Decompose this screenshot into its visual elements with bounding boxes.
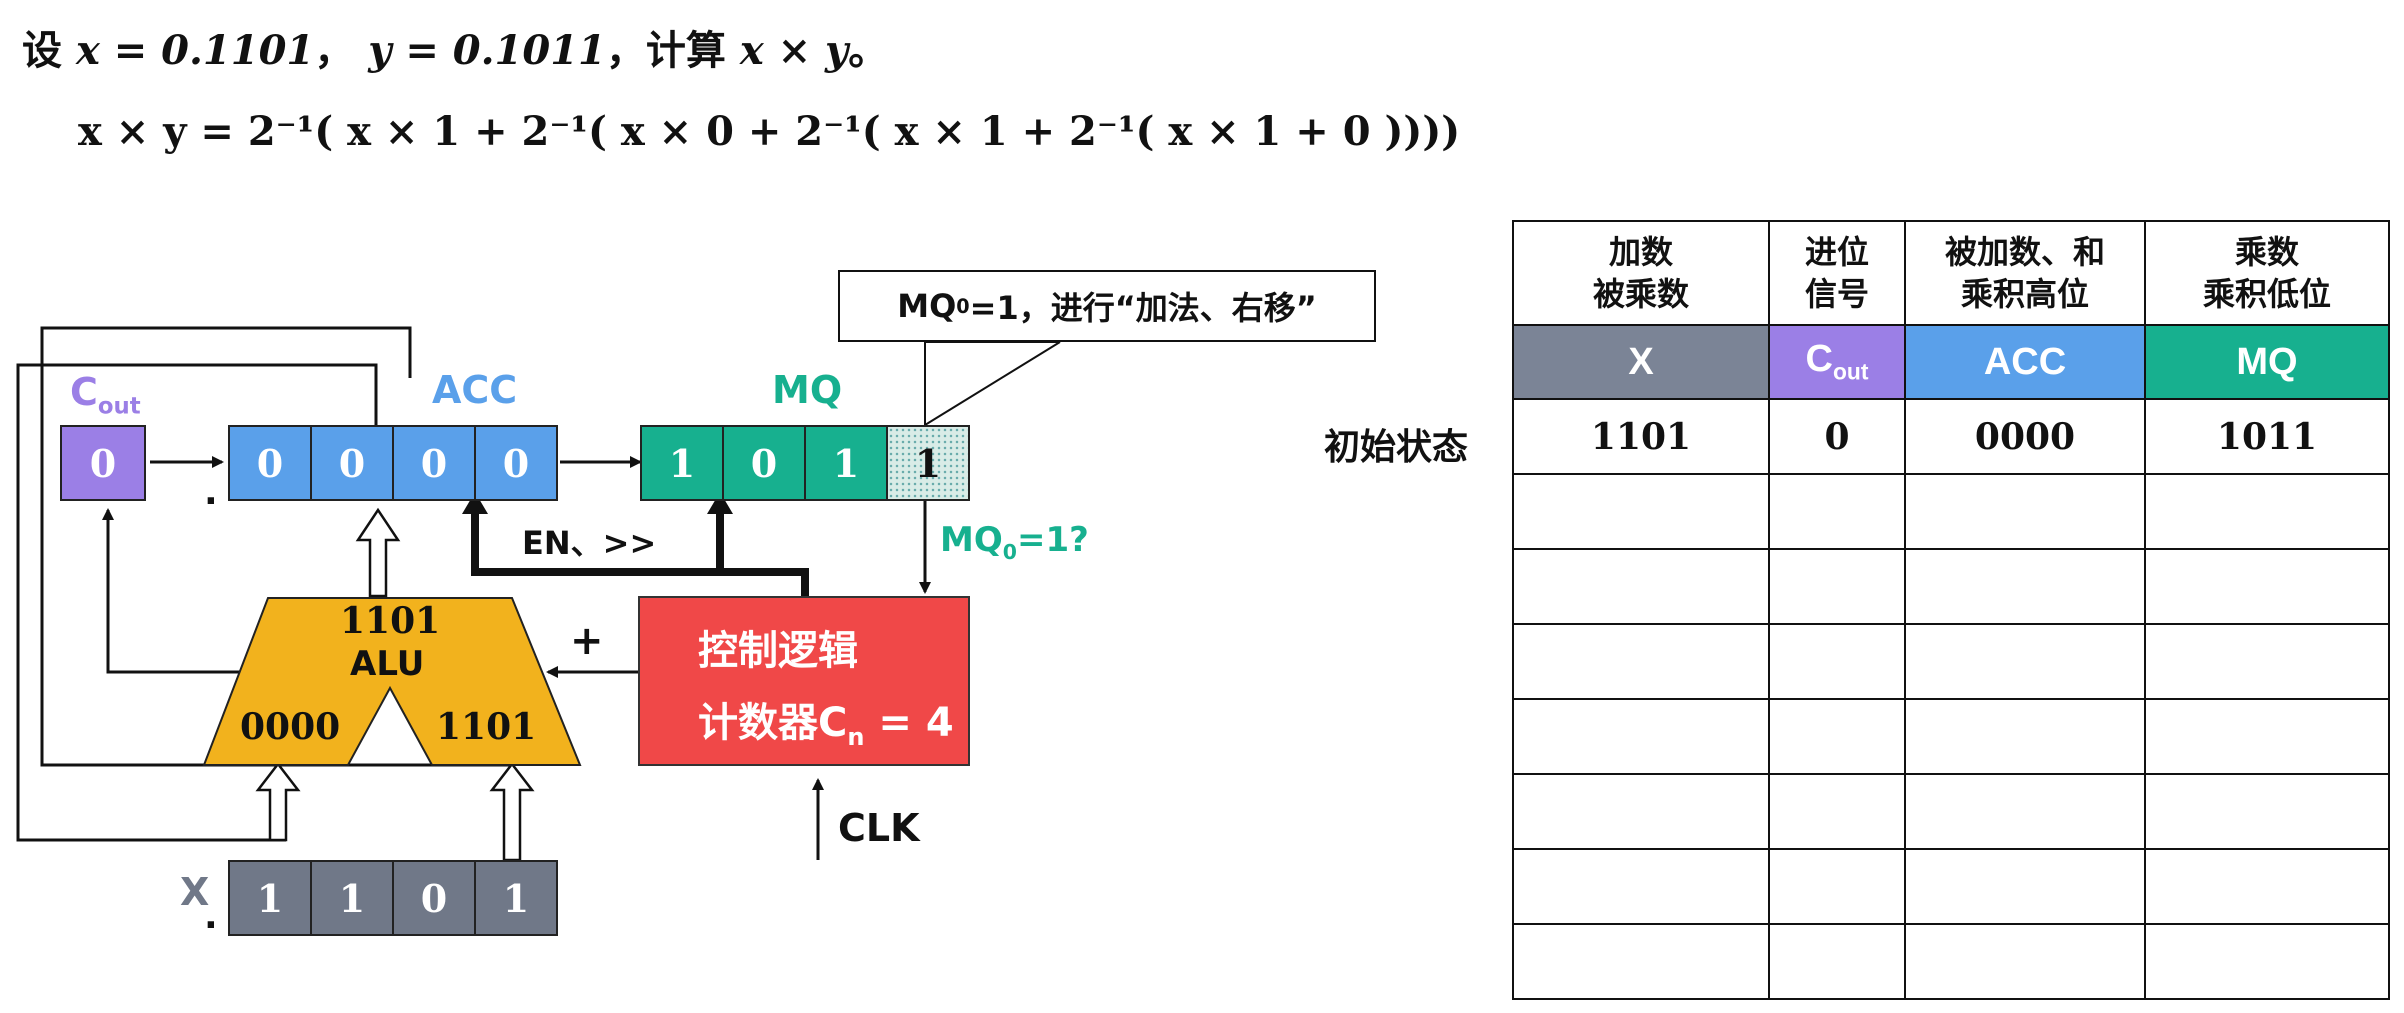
x-bit-cell: 0 [392, 860, 476, 936]
acc-to-alu-hollow-arrow [255, 761, 301, 842]
table-row [1512, 848, 2390, 925]
enable-arrow-acc [462, 492, 488, 514]
header-multiplicand: 加数被乘数 [1512, 220, 1770, 326]
x-to-alu-hollow-arrow [489, 761, 535, 862]
control-logic-title: 控制逻辑 [698, 628, 858, 674]
enable-shift-label: EN、>> [522, 524, 657, 562]
mq0-test-label: MQ0=1? [940, 520, 1089, 564]
mq-bit-cell: 1 [804, 425, 888, 501]
table-cell: 0000 [1904, 398, 2146, 475]
table-cell: 1011 [2144, 398, 2390, 475]
col-label-x: X [1512, 324, 1770, 400]
table-header-row: 加数被乘数 进位信号 被加数、和乘积高位 乘数乘积低位 [1512, 220, 2390, 326]
x-radix-point: . [204, 896, 218, 937]
feedback-wire-outer [40, 326, 512, 767]
separator: ， [314, 28, 355, 74]
table-color-label-row: X Cout ACC MQ [1512, 324, 2390, 400]
period: 。 [848, 28, 889, 74]
mq-bit-cell: 1 [640, 425, 724, 501]
enable-line [471, 510, 809, 596]
x-assignment: x = 0.1101 [75, 27, 315, 74]
acc-bit-cell: 0 [228, 425, 312, 501]
alu-left-input-value: 0000 [240, 706, 341, 748]
add-operation-sign: + [570, 618, 604, 664]
col-label-mq: MQ [2144, 324, 2390, 400]
alu-right-input-value: 1101 [436, 706, 537, 748]
table-row: 1101 0 0000 1011 [1512, 398, 2390, 475]
alu-label: ALU [350, 644, 425, 684]
initial-state-label: 初始状态 [1324, 427, 1469, 468]
col-label-cout: Cout [1768, 324, 1906, 400]
y-assignment: y = 0.1011 [368, 27, 606, 74]
x-label: X [180, 870, 210, 914]
acc-bit-cell: 0 [392, 425, 476, 501]
alu-output-value: 1101 [340, 600, 441, 642]
cout-bit-cell: 0 [60, 425, 146, 501]
product-expression: x × y [739, 27, 849, 74]
mq0-bit-cell: 1 [886, 425, 970, 501]
mq-bit-cell: 0 [722, 425, 806, 501]
problem-statement: 设 x = 0.1101， y = 0.1011，计算 x × y。 [22, 18, 888, 76]
table-row [1512, 698, 2390, 775]
separator: ， [605, 28, 646, 74]
multiplication-steps-table: 加数被乘数 进位信号 被加数、和乘积高位 乘数乘积低位 X Cout ACC M… [1512, 220, 2390, 1000]
col-label-acc: ACC [1904, 324, 2146, 400]
acc-label: ACC [432, 368, 518, 412]
acc-bit-cell: 0 [474, 425, 558, 501]
alu-to-acc-hollow-arrow [355, 507, 401, 598]
table-row [1512, 923, 2390, 1000]
alu-shape [202, 597, 582, 766]
table-row [1512, 623, 2390, 700]
feedback-wire-inner [16, 363, 378, 842]
x-bit-cell: 1 [228, 860, 312, 936]
control-logic-block: 控制逻辑 计数器Cn = 4 [638, 596, 970, 766]
table-row [1512, 548, 2390, 625]
table-row [1512, 473, 2390, 550]
cout-label: Cout [70, 370, 141, 420]
counter-label: 计数器Cn = 4 [698, 700, 954, 751]
clk-label: CLK [838, 806, 920, 850]
header-acc: 被加数、和乘积高位 [1904, 220, 2146, 326]
table-cell: 0 [1768, 398, 1906, 475]
enable-arrow-mq [707, 492, 733, 514]
prefix-text: 设 [22, 28, 62, 74]
header-carry: 进位信号 [1768, 220, 1906, 326]
acc-radix-point: . [204, 472, 218, 513]
table-row [1512, 773, 2390, 850]
table-cell: 1101 [1512, 398, 1770, 475]
x-bit-cell: 1 [310, 860, 394, 936]
x-bit-cell: 1 [474, 860, 558, 936]
header-mq: 乘数乘积低位 [2144, 220, 2390, 326]
expansion-formula: x × y = 2⁻¹( x × 1 + 2⁻¹( x × 0 + 2⁻¹( x… [78, 108, 1461, 155]
mq-label: MQ [772, 368, 843, 412]
diagram-wiring [16, 326, 1061, 862]
acc-bit-cell: 0 [310, 425, 394, 501]
alu-to-cout-arrow [102, 508, 262, 674]
compute-text: 计算 [645, 28, 726, 74]
